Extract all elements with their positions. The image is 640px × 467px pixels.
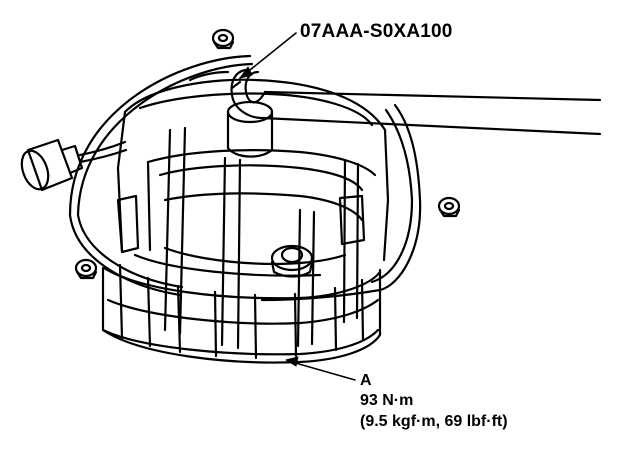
part-leader-line	[291, 361, 356, 381]
fuel-pump-housing	[116, 78, 390, 350]
outlet-pipe	[188, 70, 274, 158]
part-callout-letter: A	[360, 372, 372, 389]
tool-leader-arrow	[239, 66, 253, 79]
torque-spec-alt-units: (9.5 kgf·m, 69 lbf·ft)	[360, 413, 508, 430]
mounting-stud-right	[437, 196, 461, 218]
electrical-connector	[20, 138, 128, 192]
lock-ring-A	[101, 263, 382, 364]
torque-spec-nm: 93 N·m	[360, 392, 414, 409]
mounting-stud-left	[74, 258, 98, 280]
tank-opening-rim	[68, 54, 422, 302]
tool-number-label: 07AAA-S0XA100	[300, 21, 453, 42]
part-leader-arrow	[285, 356, 299, 367]
special-tool-07AAA-S0XA100	[230, 68, 602, 136]
mounting-stud-top	[211, 28, 235, 50]
